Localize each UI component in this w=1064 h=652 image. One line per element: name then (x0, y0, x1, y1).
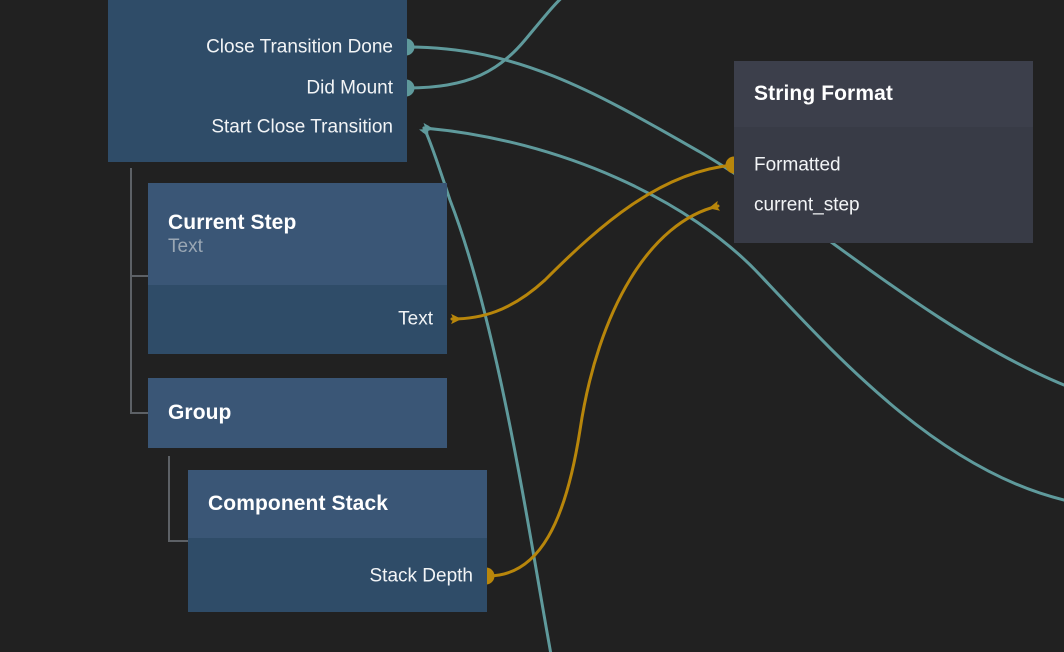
node-component-stack-header: Component Stack (188, 470, 487, 538)
tree-tick-current-step (130, 275, 148, 277)
wire-stack-depth-to-current-step (486, 200, 721, 578)
port-start-close-transition[interactable]: Start Close Transition (211, 118, 393, 137)
node-current-step-title: Current Step (168, 210, 297, 234)
tree-connector-close-transition-children (130, 168, 148, 414)
port-did-mount-label: Did Mount (306, 77, 393, 99)
node-group[interactable]: Group (148, 378, 447, 448)
node-component-stack-title: Component Stack (208, 492, 389, 516)
node-group-header: Group (148, 378, 447, 448)
node-close-transition-body: Close Transition Done Did Mount Start Cl… (108, 0, 407, 162)
wire-did-mount (406, 0, 562, 90)
node-current-step[interactable]: Current Step Text Text (148, 183, 447, 354)
node-string-format-body: Formatted current_step (734, 127, 1033, 243)
node-group-title: Group (168, 401, 232, 425)
port-current-step-text-label: Text (398, 308, 433, 330)
port-did-mount[interactable]: Did Mount (306, 79, 393, 98)
node-string-format[interactable]: String Format Formatted current_step (734, 61, 1033, 243)
port-current-step-input[interactable]: current_step (754, 196, 860, 215)
wire-formatted-to-text (450, 163, 735, 325)
node-current-step-subtitle: Text (168, 235, 203, 257)
tree-connector-group-children (168, 456, 188, 542)
node-string-format-header: String Format (734, 61, 1033, 127)
port-close-transition-done-label: Close Transition Done (206, 36, 393, 58)
port-stack-depth[interactable]: Stack Depth (370, 567, 474, 586)
port-start-close-transition-label: Start Close Transition (211, 116, 393, 138)
node-close-transition[interactable]: Close Transition Done Did Mount Start Cl… (108, 0, 407, 162)
node-current-step-header: Current Step Text (148, 183, 447, 285)
port-current-step-text[interactable]: Text (398, 310, 433, 329)
node-component-stack-body: Stack Depth (188, 538, 487, 612)
port-formatted[interactable]: Formatted (754, 156, 841, 175)
port-formatted-label: Formatted (754, 154, 841, 176)
port-current-step-input-label: current_step (754, 194, 860, 216)
node-component-stack[interactable]: Component Stack Stack Depth (188, 470, 487, 612)
node-current-step-body: Text (148, 285, 447, 354)
node-string-format-title: String Format (754, 82, 893, 106)
port-stack-depth-label: Stack Depth (369, 565, 474, 587)
port-close-transition-done[interactable]: Close Transition Done (206, 38, 393, 57)
